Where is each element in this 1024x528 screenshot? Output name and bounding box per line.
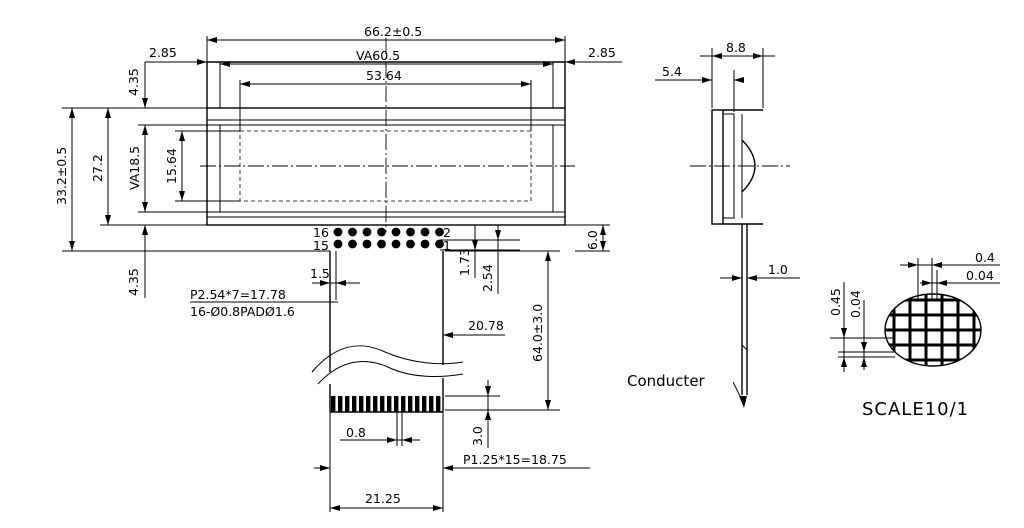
detail-grid	[885, 294, 981, 366]
pad-spec-label: 16-Ø0.8PADØ1.6	[190, 304, 295, 319]
fpc-finger	[366, 396, 371, 412]
pin-pad	[377, 239, 386, 249]
finger-pitch-label: P1.25*15=18.75	[463, 452, 567, 467]
pin-pad	[362, 227, 372, 237]
overall-thickness-label: 8.8	[726, 40, 746, 55]
fpc-finger	[345, 396, 350, 412]
side-view: 8.8 5.4 1.0 Conducter	[627, 40, 800, 408]
spacing-b-label: 0.04	[966, 268, 994, 283]
fpc-finger	[359, 396, 364, 412]
inner-height-label: 27.2	[90, 154, 105, 182]
fpc-cable: 20.78 64.0±3.0 3.0 0.8 P1.25*15=18.75	[311, 250, 590, 512]
pin-pad	[435, 239, 444, 249]
fpc-finger	[415, 396, 420, 412]
pin-pad	[362, 239, 372, 249]
fpc-finger	[436, 396, 441, 412]
left-margin-label: 2.85	[149, 45, 177, 60]
pin-label-1: 1	[443, 238, 451, 253]
pin-label-15: 15	[313, 238, 329, 253]
pin-header: 16 15 2 1 1.5 P2.54*7=17.78 16-Ø0.8PADØ1…	[190, 224, 610, 319]
pin-pad	[391, 227, 401, 237]
pin-pad	[348, 239, 357, 249]
fpc-fingers	[331, 396, 441, 412]
top-offset-label: 4.35	[126, 68, 141, 96]
pin-row-bottom	[333, 239, 444, 249]
fpc-finger	[408, 396, 413, 412]
panel-thickness-label: 5.4	[662, 64, 682, 79]
finger-width-label: 0.8	[346, 425, 366, 440]
total-width-label: 21.25	[365, 491, 401, 506]
finger-length-label: 3.0	[470, 426, 485, 446]
outline-width-label: 66.2±0.5	[364, 24, 422, 39]
cable-length-label: 64.0±3.0	[530, 304, 545, 362]
pin-pad	[348, 227, 357, 237]
backlight-bulge	[741, 139, 756, 193]
conductor-label: Conducter	[627, 372, 706, 390]
spacing-a-label: 0.4	[975, 250, 995, 265]
glass-panel	[711, 109, 724, 225]
aa-height-label: 15.64	[164, 148, 179, 184]
pin-pad	[420, 227, 430, 237]
pin-label-2: 2	[443, 225, 451, 240]
pin-pad	[420, 239, 430, 249]
front-view: 66.2±0.5 VA60.5 53.64 2.85 2.85 4.35 33.	[54, 24, 622, 298]
scale-label: SCALE10/1	[862, 399, 969, 420]
aa-width-label: 53.64	[366, 68, 402, 83]
height-b-label: 0.04	[848, 290, 863, 318]
height-a-label: 0.45	[828, 288, 843, 316]
pitch-formula-label: P2.54*7=17.78	[190, 287, 286, 302]
fpc-finger	[352, 396, 357, 412]
fpc-thickness-label: 1.0	[768, 262, 788, 277]
fpc-finger	[422, 396, 427, 412]
pin-pad	[406, 227, 415, 237]
pin-row-top	[333, 227, 444, 237]
break-line-upper	[311, 345, 464, 373]
fpc-finger	[387, 396, 392, 412]
pin-pad	[435, 227, 444, 237]
pin-label-16: 16	[313, 225, 329, 240]
pin-offset-label: 1.5	[310, 266, 330, 281]
right-margin-label: 2.85	[588, 45, 616, 60]
va-height-label: VA18.5	[127, 146, 142, 190]
fpc-finger	[401, 396, 406, 412]
pin-pad	[333, 227, 343, 237]
edge-distance-label: 6.0	[585, 230, 600, 250]
detail-view: 0.4 0.04 0.45 0.04 SCALE10/1	[828, 250, 1000, 420]
pin-pad	[377, 227, 386, 237]
bottom-offset-label: 4.35	[126, 268, 141, 296]
pin-pad	[333, 239, 343, 249]
fpc-finger	[338, 396, 343, 412]
fpc-finger	[429, 396, 434, 412]
pin-pad	[406, 239, 415, 249]
outline-height-label: 33.2±0.5	[54, 147, 69, 205]
va-width-label: VA60.5	[356, 48, 400, 63]
fpc-finger	[373, 396, 378, 412]
row-offset-label: 1.73	[457, 248, 472, 276]
pin-pad	[391, 239, 401, 249]
break-line-lower	[317, 361, 464, 385]
cable-width-label: 20.78	[468, 318, 504, 333]
fpc-finger	[394, 396, 399, 412]
fpc-finger	[380, 396, 385, 412]
fpc-finger	[331, 396, 336, 412]
row-pitch-label: 2.54	[480, 264, 495, 292]
